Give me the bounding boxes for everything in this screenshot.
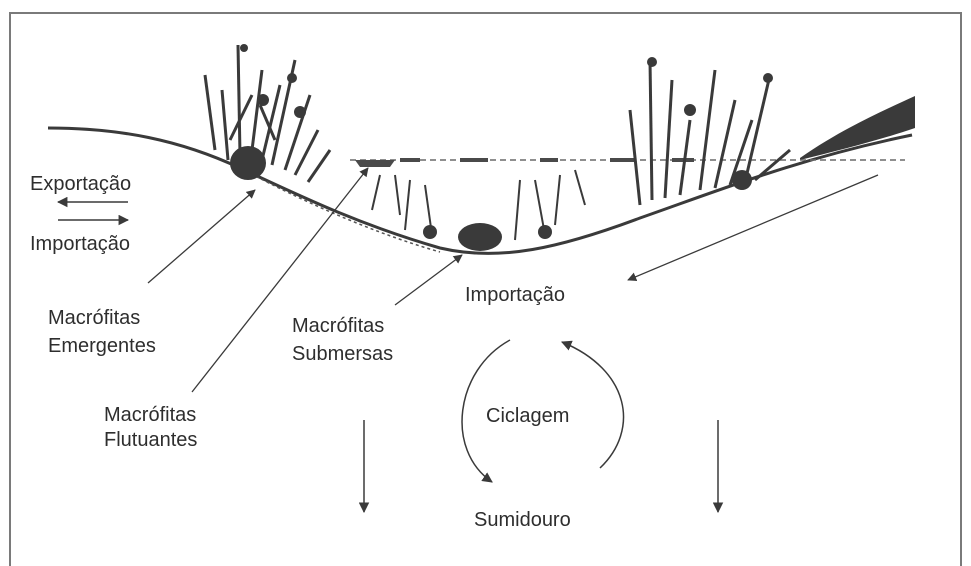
emergentes-pointer [148, 190, 255, 283]
cycle-right-arc [562, 342, 624, 468]
label-emergentes-line2: Emergentes [48, 334, 156, 359]
label-ciclagem: Ciclagem [486, 404, 569, 429]
label-emergentes-line1: Macrófitas [48, 306, 140, 331]
label-submersas-line1: Macrófitas [292, 314, 384, 339]
submersas-pointer [395, 255, 462, 305]
emergent-macrophytes-right [630, 57, 790, 205]
label-flutuantes-line1: Macrófitas [104, 403, 196, 428]
sink-arrows [364, 420, 718, 512]
exchange-arrows [58, 202, 128, 220]
label-exportacao: Exportação [30, 172, 131, 197]
label-sumidouro: Sumidouro [474, 508, 571, 533]
label-flutuantes-line2: Flutuantes [104, 428, 197, 453]
label-importacao-left: Importação [30, 232, 130, 257]
submerged-macrophytes [372, 170, 585, 251]
pointer-lines [148, 168, 878, 392]
label-submersas-line2: Submersas [292, 342, 393, 367]
label-importacao-right: Importação [465, 283, 565, 308]
